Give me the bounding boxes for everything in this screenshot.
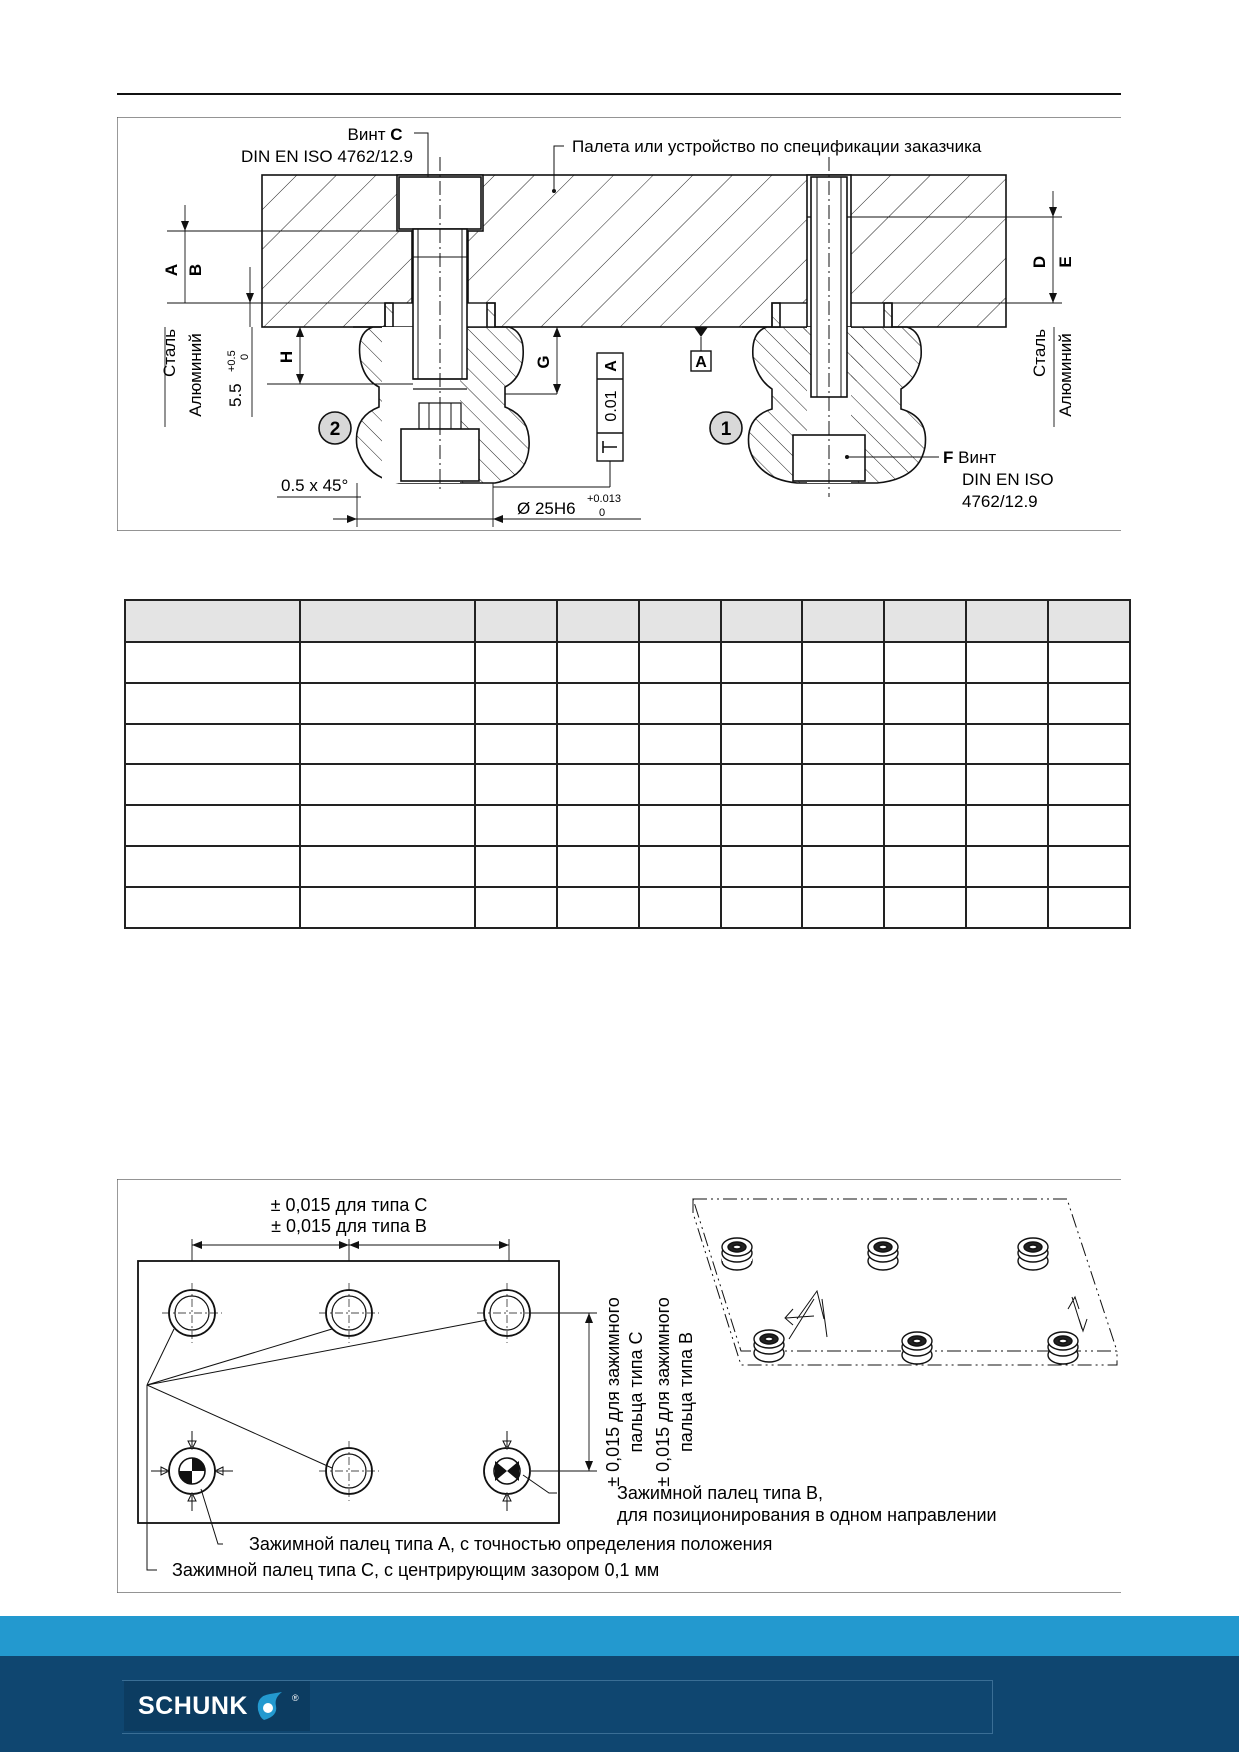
perpendicularity-icon bbox=[602, 441, 617, 453]
vert-tol-line3: ± 0,015 для зажимного bbox=[653, 1297, 673, 1487]
pin-hole bbox=[319, 1441, 379, 1501]
depth-tol-upper: +0.5 bbox=[226, 350, 238, 372]
pin-hole bbox=[477, 1283, 537, 1343]
table-header-cell bbox=[1047, 599, 1131, 643]
table-header-row bbox=[124, 599, 1131, 643]
pin-type-a bbox=[151, 1431, 233, 1511]
table-row bbox=[124, 886, 1131, 929]
dimension-table bbox=[124, 599, 1131, 929]
type-b-line2: для позиционирования в одном направлении bbox=[617, 1505, 997, 1525]
dim-a: A bbox=[162, 264, 181, 276]
screw-c-standard: DIN EN ISO 4762/12.9 bbox=[241, 147, 413, 166]
type-c-label: Зажимной палец типа C, с центрирующим за… bbox=[172, 1560, 659, 1580]
tolerance-value: 0.01 bbox=[603, 390, 620, 421]
diameter-label: Ø 25H6 bbox=[517, 499, 576, 518]
pin-hole bbox=[319, 1283, 379, 1343]
callout-2: 2 bbox=[330, 419, 341, 440]
datum-label: A bbox=[695, 354, 707, 371]
table-header-cell bbox=[299, 599, 476, 643]
pallet-plate bbox=[261, 174, 1007, 328]
table-header-cell bbox=[801, 599, 885, 643]
aluminium-right: Алюминий bbox=[1056, 333, 1075, 416]
tol-type-b: ± 0,015 для типа B bbox=[271, 1216, 427, 1236]
tol-type-c: ± 0,015 для типа C bbox=[271, 1195, 428, 1215]
table-header-cell bbox=[720, 599, 803, 643]
footer-lines bbox=[122, 1680, 993, 1734]
top-rule bbox=[117, 93, 1121, 95]
pallet-label: Палета или устройство по спецификации за… bbox=[572, 137, 982, 156]
screw-c-label: Винт C bbox=[347, 125, 402, 144]
table-header-cell bbox=[556, 599, 640, 643]
table-header-cell bbox=[124, 599, 301, 643]
table-row bbox=[124, 804, 1131, 848]
dia-tol-lower: 0 bbox=[599, 507, 605, 519]
steel-left: Сталь bbox=[160, 329, 179, 377]
dim-h: H bbox=[277, 351, 296, 363]
dia-tol-upper: +0.013 bbox=[587, 493, 621, 505]
table-row bbox=[124, 763, 1131, 807]
vert-tol-line1: ± 0,015 для зажимного bbox=[603, 1297, 623, 1487]
screw-f-std1: DIN EN ISO bbox=[962, 470, 1054, 489]
pin-hole bbox=[162, 1283, 222, 1343]
section-drawing: A Винт C DIN EN ISO 4762/12.9 Палета или… bbox=[117, 117, 1121, 531]
table-header-cell bbox=[965, 599, 1049, 643]
dim-d: D bbox=[1030, 256, 1049, 268]
logo-text: SCHUNK bbox=[138, 1691, 248, 1720]
table-header-cell bbox=[883, 599, 967, 643]
steel-right: Сталь bbox=[1030, 329, 1049, 377]
vert-tol-line2: пальца типа C bbox=[626, 1331, 646, 1452]
screw-f-std2: 4762/12.9 bbox=[962, 492, 1038, 511]
table-header-cell bbox=[474, 599, 558, 643]
table-row bbox=[124, 845, 1131, 889]
table-header-cell bbox=[638, 599, 722, 643]
callout-1: 1 bbox=[721, 419, 732, 440]
pin-layout-drawing: ± 0,015 для типа C ± 0,015 для типа B ± … bbox=[117, 1179, 1121, 1593]
isometric-view bbox=[692, 1198, 1118, 1366]
tolerance-datum: A bbox=[603, 360, 620, 372]
type-a-label: Зажимной палец типа A, с точностью опред… bbox=[249, 1534, 772, 1554]
logo-mark-icon bbox=[257, 1692, 282, 1720]
chamfer-label: 0.5 x 45° bbox=[281, 476, 348, 495]
table-row bbox=[124, 722, 1131, 766]
aluminium-left: Алюминий bbox=[186, 333, 205, 416]
table-row bbox=[124, 681, 1131, 725]
vert-tol-line4: пальца типа B bbox=[676, 1332, 696, 1452]
screw-f-label: F Винт bbox=[943, 448, 996, 467]
registered-mark: ® bbox=[291, 1693, 299, 1703]
dim-g: G bbox=[534, 355, 553, 368]
dim-e: E bbox=[1056, 256, 1075, 267]
table-row bbox=[124, 640, 1131, 684]
footer-band-light bbox=[0, 1616, 1239, 1656]
dim-b: B bbox=[186, 264, 205, 276]
depth-value: 5.5 bbox=[226, 383, 245, 407]
schunk-logo[interactable]: SCHUNK ® bbox=[124, 1681, 310, 1731]
pin-type-b bbox=[483, 1431, 531, 1511]
type-b-line1: Зажимной палец типа B, bbox=[617, 1483, 823, 1503]
depth-tol-lower: 0 bbox=[239, 354, 251, 360]
